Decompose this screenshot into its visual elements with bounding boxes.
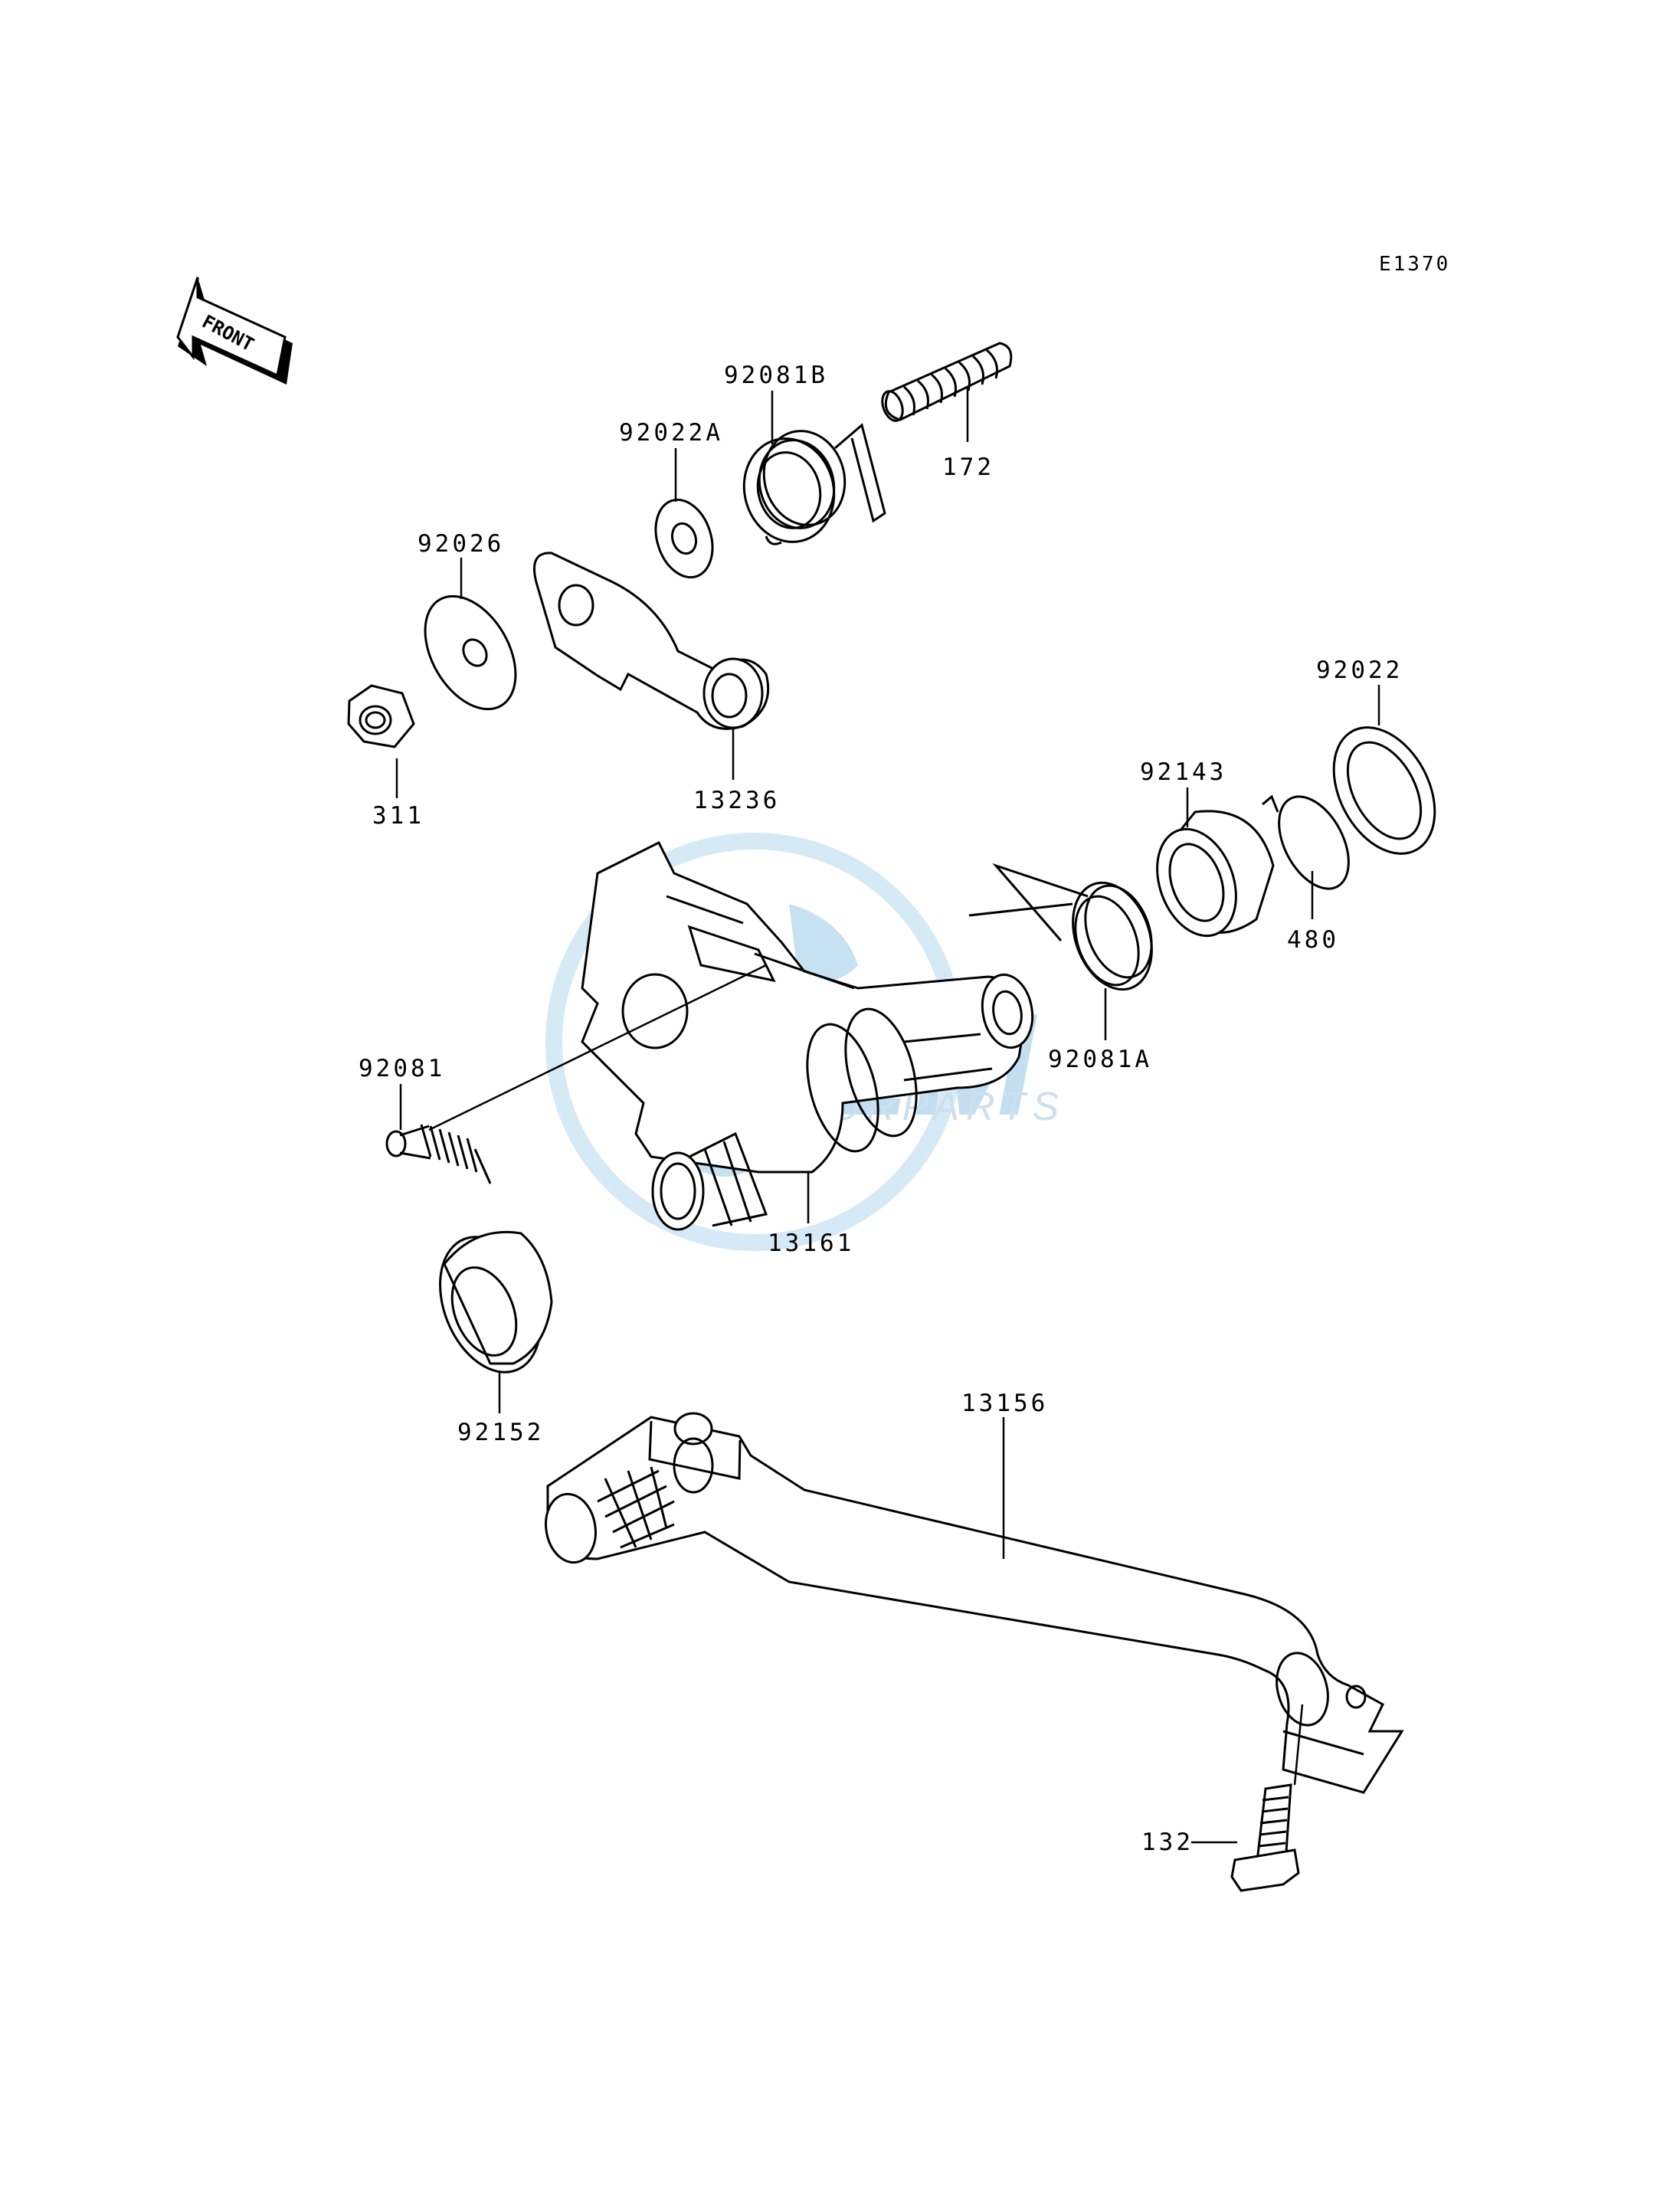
part-label-92026[interactable]: 92026	[418, 530, 504, 558]
part-label-92022[interactable]: 92022	[1316, 656, 1403, 684]
pedal-grip	[597, 1466, 675, 1549]
diagram-code: E1370	[1379, 253, 1450, 276]
arm-13236	[533, 552, 770, 730]
part-label-132[interactable]: 132	[1141, 1829, 1194, 1856]
leader-lines	[395, 387, 1380, 1844]
washer-92026	[424, 594, 517, 711]
shaft-13161	[581, 840, 1034, 1231]
part-label-92081B[interactable]: 92081B	[724, 362, 828, 389]
spring-92081A	[968, 863, 1153, 991]
washer-92022A	[654, 498, 714, 579]
washer-92022	[1332, 726, 1436, 855]
bolt-132	[1230, 1783, 1300, 1892]
pedal-13156	[545, 1412, 1404, 1794]
nut-311	[347, 684, 415, 748]
spring-92081B	[742, 423, 886, 545]
front-arrow-icon: FRONT	[176, 277, 293, 385]
seal-92152	[439, 1230, 553, 1374]
part-label-92022A[interactable]: 92022A	[619, 419, 723, 447]
part-label-92081[interactable]: 92081	[359, 1055, 445, 1082]
part-label-172[interactable]: 172	[942, 453, 994, 481]
spline-gear	[651, 1131, 768, 1231]
circlip-480	[1262, 794, 1350, 890]
part-label-13236[interactable]: 13236	[693, 787, 780, 814]
part-label-13161[interactable]: 13161	[768, 1229, 854, 1257]
part-label-311[interactable]: 311	[372, 802, 424, 830]
collar-92143	[1156, 810, 1275, 938]
part-labels: 172 92081B 92022A 92026 311 13236 92022 …	[359, 362, 1403, 1856]
part-label-480[interactable]: 480	[1287, 926, 1339, 954]
spring-92081	[385, 964, 767, 1184]
part-label-92152[interactable]: 92152	[457, 1419, 544, 1446]
part-label-13156[interactable]: 13156	[961, 1390, 1048, 1417]
part-label-92081A[interactable]: 92081A	[1048, 1046, 1152, 1073]
pin-172	[881, 342, 1013, 422]
part-label-92143[interactable]: 92143	[1140, 758, 1226, 786]
